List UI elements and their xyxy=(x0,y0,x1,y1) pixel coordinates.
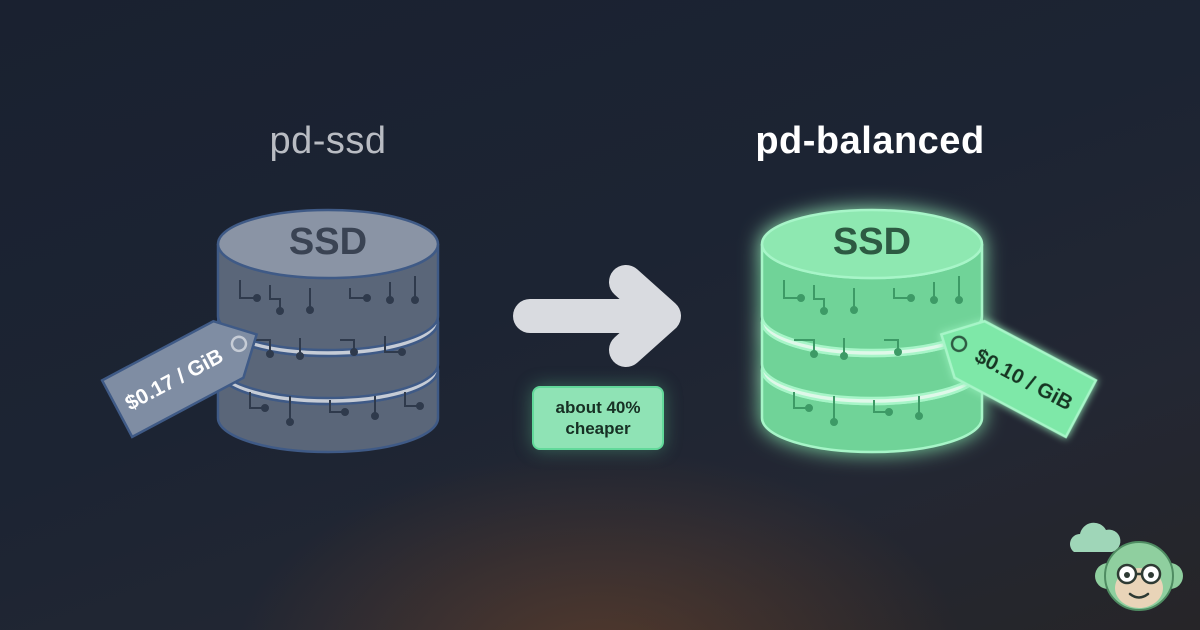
arrow-right-icon xyxy=(513,265,681,367)
cloud-icon xyxy=(1070,522,1121,552)
left-disk-label: SSD xyxy=(289,221,367,263)
circuit-icon xyxy=(783,276,963,426)
left-disk-icon: SSD xyxy=(216,208,440,454)
right-disk-title: pd-balanced xyxy=(755,120,985,162)
monkey-mascot-icon xyxy=(1095,541,1183,611)
circuit-icon xyxy=(239,276,424,426)
price-tag-icon xyxy=(100,319,259,439)
price-tag-icon xyxy=(939,319,1098,439)
right-disk-icon xyxy=(760,208,984,454)
left-disk-title: pd-ssd xyxy=(269,120,387,162)
savings-badge: about 40% cheaper xyxy=(532,386,664,450)
right-disk-label: SSD xyxy=(833,221,911,263)
